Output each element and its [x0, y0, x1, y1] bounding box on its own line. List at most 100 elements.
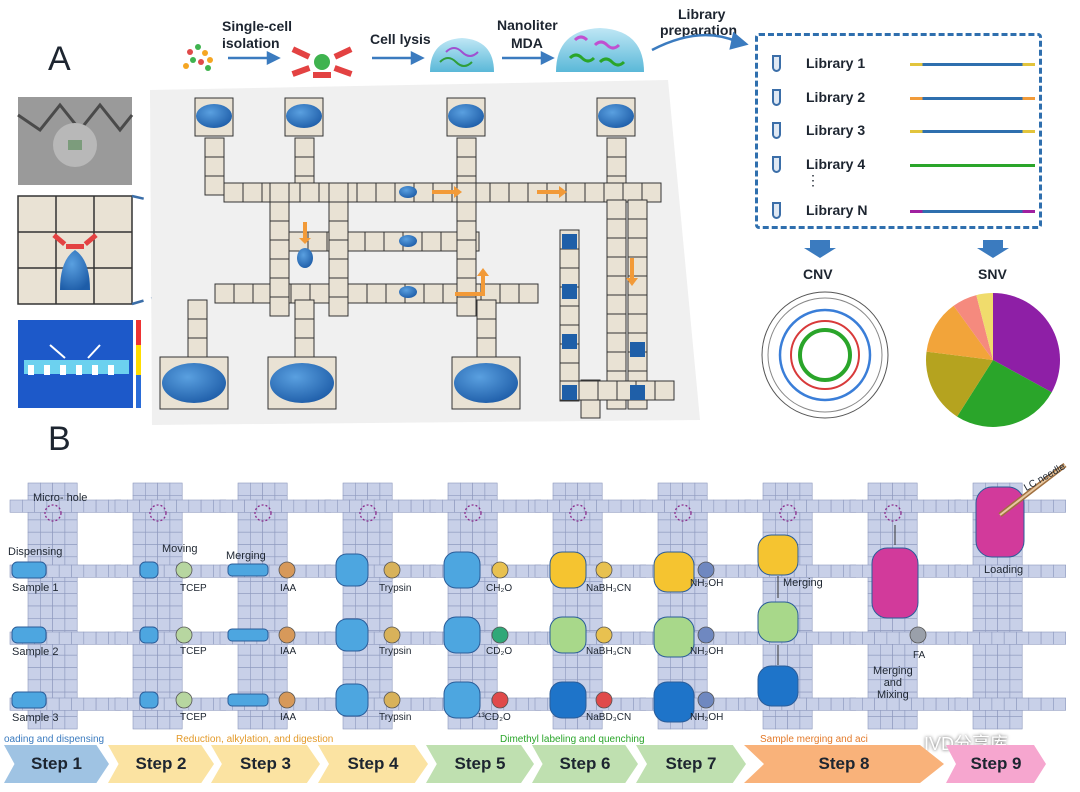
- droplet: [139, 691, 159, 709]
- sample-2-label: Sample 2: [12, 646, 59, 658]
- droplet: [227, 693, 269, 707]
- micro-hole-icon: [569, 504, 587, 522]
- tcep-label-3: TCEP: [180, 712, 207, 723]
- droplet: [335, 553, 369, 587]
- reagent-bead: [491, 691, 509, 709]
- droplet: [11, 561, 47, 579]
- library-line: [910, 130, 1035, 133]
- cell-dots: [183, 44, 213, 71]
- droplet: [653, 616, 695, 658]
- reagent-bead: [383, 626, 401, 644]
- mda-text: MDA: [511, 35, 543, 51]
- dispensing-label: Dispensing: [8, 546, 63, 558]
- micro-hole-label: Micro- hole: [33, 492, 88, 504]
- reagent-bead: [697, 691, 715, 709]
- moving-label: Moving: [162, 543, 198, 555]
- reagent-bead: [595, 691, 613, 709]
- nabh3cn-label-1: NaBH₃CN: [586, 583, 632, 594]
- droplet: [443, 616, 481, 654]
- inset-photo: [17, 97, 134, 185]
- step-2: Step 2: [108, 745, 214, 783]
- tube-icon: [772, 202, 781, 219]
- step-7: Step 7: [636, 745, 746, 783]
- reservoirs: [159, 97, 636, 410]
- reagent-bead: [175, 626, 193, 644]
- micro-hole-icon: [464, 504, 482, 522]
- merged-droplet: [871, 547, 919, 619]
- pie-slice: [926, 305, 993, 360]
- cnv-label: CNV: [803, 266, 833, 282]
- phase-reduction-text: Reduction, alkylation, and digestion: [176, 734, 334, 745]
- snv-pie-chart: [926, 293, 1060, 427]
- fa-label: FA: [913, 650, 926, 661]
- micro-hole-icon: [674, 504, 692, 522]
- droplet: [227, 563, 269, 577]
- library-row: Library 1: [772, 53, 1035, 77]
- tube-icon: [772, 156, 781, 173]
- library-line: [910, 210, 1035, 213]
- nh2oh-label-1: NH₂OH: [690, 578, 724, 589]
- loading-label: Loading: [984, 564, 1024, 576]
- reagent-bead: [383, 691, 401, 709]
- pie-slice: [953, 295, 993, 360]
- library-name: Library 2: [806, 89, 866, 105]
- phase-merging-text: Sample merging and aci: [760, 734, 868, 745]
- library-name: Library 3: [806, 122, 866, 138]
- droplet: [139, 561, 159, 579]
- nh2oh-label-2: NH₂OH: [690, 646, 724, 657]
- loading-droplet: [975, 486, 1025, 558]
- cnv-circos: [761, 291, 889, 419]
- reagent-bead: [278, 691, 296, 709]
- nabh3cn-label-2: NaBH₃CN: [586, 646, 632, 657]
- trypsin-label-2: Trypsin: [379, 646, 412, 657]
- isolation-text: isolation: [222, 35, 280, 51]
- library-row: Library 4: [772, 154, 1035, 178]
- step-9: Step 9: [946, 745, 1046, 783]
- tcep-label-1: TCEP: [180, 583, 207, 594]
- library-box: Library 1 Library 2 Library 3 Library 4 Libr…: [755, 33, 1042, 229]
- library-name: Library N: [806, 202, 868, 218]
- pie-slice: [993, 293, 1060, 393]
- library-line: [910, 97, 1035, 100]
- cnv-snv-arrows: [804, 240, 1009, 258]
- library-row: Library 3: [772, 120, 1035, 144]
- 13cd2o-label: ¹³CD₂O: [478, 712, 511, 723]
- droplet: [335, 618, 369, 652]
- trypsin-label-3: Trypsin: [379, 712, 412, 723]
- step-6: Step 6: [532, 745, 638, 783]
- tube-icon: [772, 122, 781, 139]
- nh2oh-label-3: NH₂OH: [690, 712, 724, 723]
- droplet: [549, 551, 587, 589]
- iaa-label-1: IAA: [280, 583, 297, 594]
- iaa-label-3: IAA: [280, 712, 297, 723]
- micro-hole-icon: [254, 504, 272, 522]
- reagent-bead: [595, 626, 613, 644]
- ellipsis: ⋮: [806, 172, 820, 188]
- chip-grid: [187, 137, 675, 419]
- reagent-bead: [175, 691, 193, 709]
- phase-dimethyl-text: Dimethyl labeling and quenching: [500, 734, 645, 745]
- step-3: Step 3: [211, 745, 320, 783]
- reagent-bead: [697, 626, 715, 644]
- droplet: [227, 628, 269, 642]
- pie-slice: [926, 351, 993, 417]
- tcep-label-2: TCEP: [180, 646, 207, 657]
- reagent-bead: [595, 561, 613, 579]
- nanoliter-text: Nanoliter: [497, 17, 558, 33]
- reagent-bead: [383, 561, 401, 579]
- workflow-arrows: [228, 31, 749, 66]
- library-row: Library 2: [772, 87, 1035, 111]
- droplet: [11, 626, 47, 644]
- library-text: Library: [678, 6, 726, 22]
- inset-grid: [17, 195, 133, 305]
- step-4: Step 4: [318, 745, 428, 783]
- droplet: [757, 601, 799, 643]
- merging-label: Merging: [226, 550, 266, 562]
- micro-hole-icon: [779, 504, 797, 522]
- library-name: Library 1: [806, 55, 866, 71]
- reagent-bead: [697, 561, 715, 579]
- chip-droplets: [297, 186, 417, 298]
- droplet: [335, 683, 369, 717]
- merging-mixing-label: Merging and Mixing: [873, 665, 913, 701]
